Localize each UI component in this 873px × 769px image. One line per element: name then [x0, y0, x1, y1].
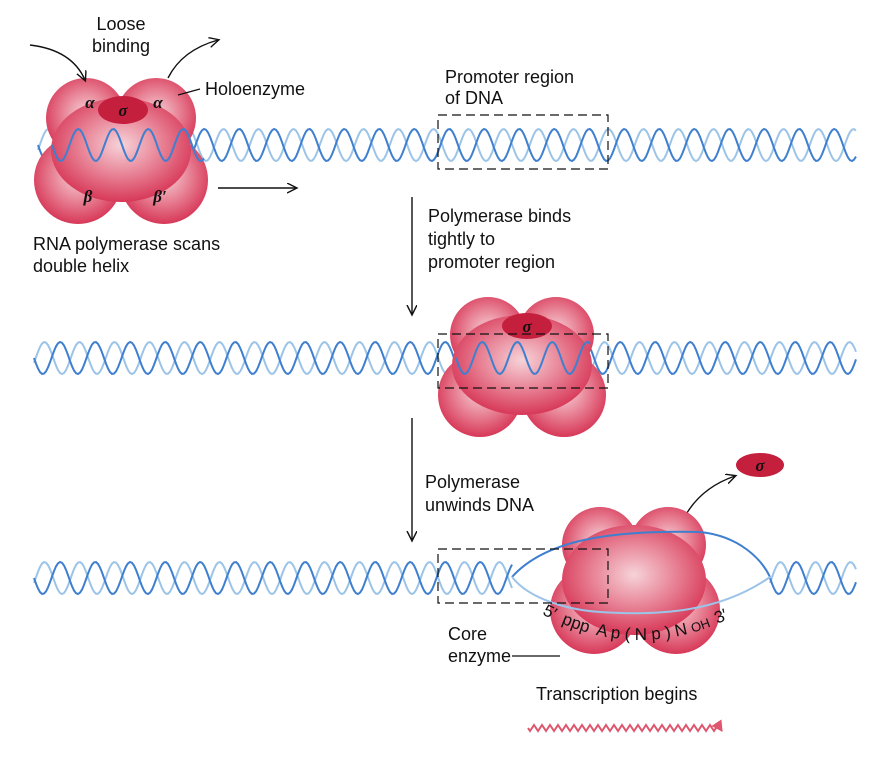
seq-p: p: [610, 623, 622, 643]
beta-label: β: [83, 187, 93, 206]
sigma-release-arrow: [683, 476, 735, 519]
binding-arrow-out: [167, 40, 218, 79]
seq-close-paren: ): [664, 623, 673, 643]
promoter-label-2: of DNA: [445, 88, 503, 108]
rna-transcript-wave: [527, 719, 723, 733]
sigma-label: σ: [118, 101, 128, 120]
core-label-2: enzyme: [448, 646, 511, 666]
beta-prime-label: β′: [152, 187, 167, 206]
holoenzyme-row-1: σ α α β β′: [34, 78, 208, 224]
holoenzyme-label: Holoenzyme: [205, 79, 305, 99]
dna-helix-row-3: [33, 560, 857, 596]
unwinds-label-2: unwinds DNA: [425, 495, 534, 515]
released-sigma-subunit: [736, 453, 784, 477]
seq-N2: N: [673, 619, 689, 640]
dna-over-enzyme-1: [51, 127, 205, 163]
unwound-strand-top: [511, 530, 771, 578]
sigma-subunit: [98, 96, 148, 124]
seq-N: N: [635, 625, 647, 644]
core-enzyme: [511, 507, 771, 654]
seq-OH: OH: [689, 615, 712, 635]
promoter-box-row-2: [437, 333, 609, 389]
binding-arrow-in: [29, 44, 85, 80]
dna-strand-dark: [33, 340, 857, 376]
promoter-box-row-1: [437, 114, 609, 170]
unwinds-label-1: Polymerase: [425, 472, 520, 492]
scans-label-2: double helix: [33, 256, 129, 276]
sigma-label: σ: [522, 317, 532, 336]
binds-label-3: promoter region: [428, 252, 555, 272]
unwound-strand-bottom: [511, 576, 771, 615]
loose-binding-label-2: binding: [92, 36, 150, 56]
promoter-box-row-3: [437, 548, 609, 604]
binds-label-2: tightly to: [428, 229, 495, 249]
transcription-label: Transcription begins: [536, 684, 697, 704]
seq-p2: p: [650, 624, 661, 644]
alpha-label-left: α: [85, 93, 95, 112]
alpha-label-right: α: [153, 93, 163, 112]
dna-helix-row-2: [33, 340, 857, 376]
loose-binding-label-1: Loose: [96, 14, 145, 34]
holoenzyme-row-2: σ: [438, 297, 606, 437]
core-label-1: Core: [448, 624, 487, 644]
sigma-subunit: [502, 313, 552, 339]
binds-label-1: Polymerase binds: [428, 206, 571, 226]
dna-strand-dark: [33, 560, 857, 596]
sigma-label: σ: [755, 456, 765, 475]
dna-over-enzyme-2: [455, 340, 591, 376]
scans-label-1: RNA polymerase scans: [33, 234, 220, 254]
dna-strand-light: [33, 561, 857, 596]
promoter-label-1: Promoter region: [445, 67, 574, 87]
seq-open-paren: (: [624, 624, 631, 643]
holoenzyme-leader: [177, 88, 201, 96]
